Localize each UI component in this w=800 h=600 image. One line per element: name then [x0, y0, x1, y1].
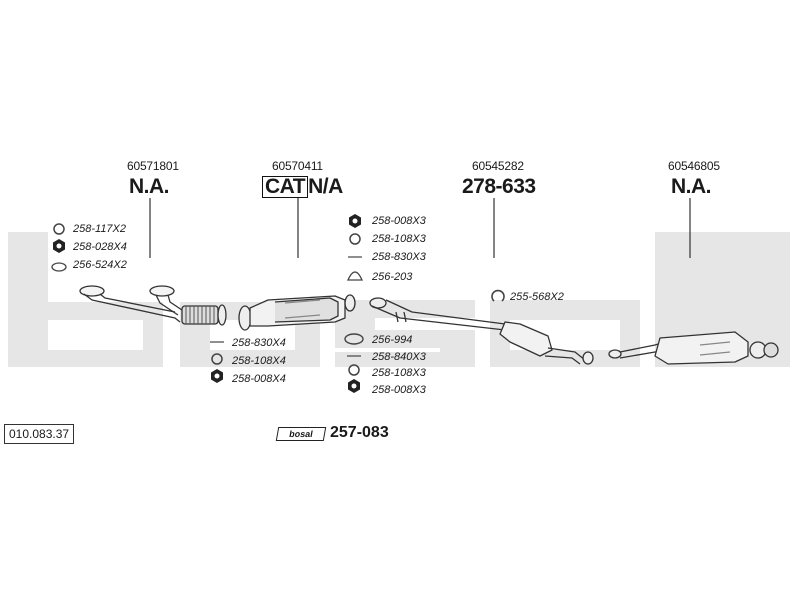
fitting-label: 255-568X2	[510, 291, 564, 303]
cat-badge: CAT	[262, 176, 309, 198]
cat-rear-bottom-fitting-icons	[344, 333, 364, 393]
fitting-label: 258-108X3	[372, 233, 426, 245]
fitting-label: 258-108X3	[372, 367, 426, 379]
component-code: 278-633	[462, 175, 536, 198]
fitting-label: 258-028X4	[73, 241, 127, 253]
washer-icon	[349, 233, 361, 245]
clamp-icon	[347, 271, 363, 281]
fitting-label: 258-008X3	[372, 215, 426, 227]
catalytic-converter-drawing	[238, 294, 356, 331]
intermediate-pipe-drawing	[369, 297, 594, 365]
rear-muffler-drawing	[608, 331, 779, 365]
fitting-label: 256-994	[372, 334, 413, 346]
fitting-label: 256-203	[372, 271, 413, 283]
gasket-icon	[51, 262, 67, 272]
ring-gasket-icon	[344, 333, 364, 345]
washer-icon	[211, 353, 223, 365]
fitting-label: 258-830X4	[232, 337, 286, 349]
washer-icon	[53, 223, 65, 235]
fitting-label: 258-008X4	[232, 373, 286, 385]
part-number: 60545282	[472, 159, 524, 173]
part-number: 60571801	[127, 159, 179, 173]
fitting-label: 258-108X4	[232, 355, 286, 367]
reference-number: 010.083.37	[4, 424, 75, 444]
component-code: N/A	[308, 175, 343, 198]
component-code: N.A.	[671, 175, 712, 198]
fitting-label: 258-830X3	[372, 251, 426, 263]
kit-code: 257-083	[330, 424, 389, 441]
component-code: N.A.	[129, 175, 170, 198]
fitting-label: 258-840X3	[372, 351, 426, 363]
front-pipe-fitting-icons	[51, 223, 67, 272]
fitting-label: 258-008X3	[372, 384, 426, 396]
washer-icon	[348, 364, 360, 376]
part-number: 60570411	[272, 159, 323, 173]
fitting-label: 256-524X2	[73, 259, 127, 271]
cat-rear-top-fitting-icons	[347, 214, 363, 281]
fitting-label: 258-117X2	[73, 223, 127, 235]
part-number: 60546805	[668, 159, 720, 173]
cat-front-fitting-icons	[210, 341, 224, 383]
clamp-icon	[491, 289, 505, 302]
kit-logo: bosal	[275, 427, 327, 441]
front-pipe-drawing	[79, 285, 227, 326]
mid-fitting-icons	[491, 289, 505, 302]
